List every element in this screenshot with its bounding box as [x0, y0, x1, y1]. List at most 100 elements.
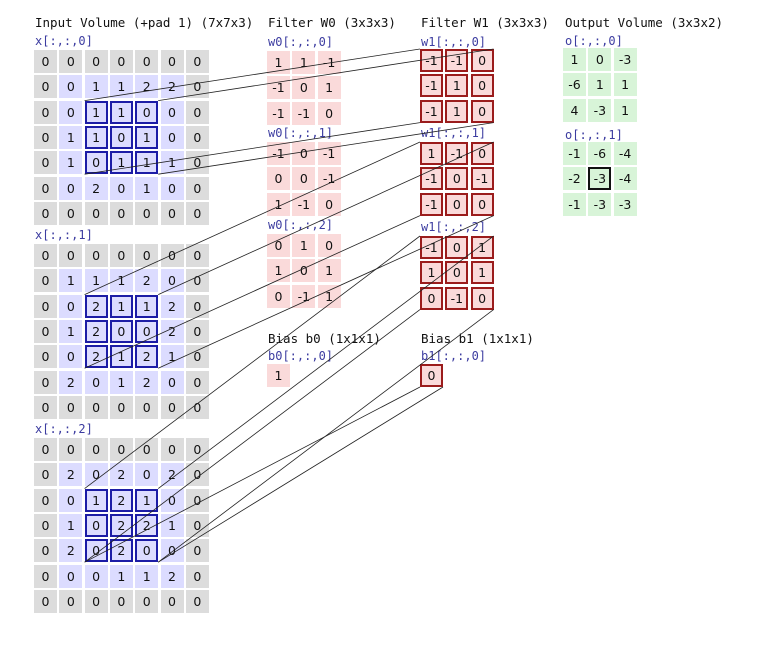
input-cell: 0 [59, 589, 83, 613]
input-cell: 0 [160, 125, 184, 149]
w1-cell: 0 [470, 49, 494, 72]
output-cell: 1 [613, 98, 637, 122]
input-cell: 0 [109, 176, 133, 200]
input-cell: 0 [109, 244, 133, 267]
w1-cell: -1 [470, 167, 494, 191]
input-cell: 0 [109, 395, 133, 419]
input-cell: 1 [109, 100, 133, 124]
input-cell: 2 [160, 564, 184, 588]
input-cell: 1 [135, 125, 159, 149]
output-cell: -3 [588, 192, 612, 216]
input-cell: 0 [59, 395, 83, 419]
input-cell: 0 [185, 176, 209, 200]
w0-cell: -1 [317, 51, 341, 74]
input-cell: 0 [34, 125, 57, 149]
input-cell: 1 [84, 269, 108, 293]
input-cell: 1 [135, 176, 159, 200]
input-cell: 0 [109, 125, 133, 149]
input-cell: 0 [34, 50, 57, 73]
input-cell: 1 [160, 513, 184, 537]
w0-cell: -1 [267, 76, 290, 100]
w0-cell: 1 [317, 76, 341, 100]
w0-cell: -1 [267, 142, 290, 165]
output-cell: 1 [563, 48, 586, 71]
input-cell: 0 [109, 50, 133, 73]
input-cell: 0 [160, 370, 184, 394]
w1-cell: 1 [445, 99, 469, 123]
input-cell: 0 [59, 201, 83, 225]
output-cell: -1 [563, 142, 586, 165]
input-cell: 1 [109, 294, 133, 318]
input-cell: 0 [34, 539, 57, 563]
input-cell: 0 [185, 244, 209, 267]
input-cell: 0 [34, 395, 57, 419]
input-cell: 1 [84, 125, 108, 149]
w1-cell: -1 [420, 49, 443, 72]
w1-cell: 1 [445, 74, 469, 98]
input-cell: 2 [135, 269, 159, 293]
bias-b0-title: Bias b0 (1x1x1) [268, 331, 381, 346]
input-slice-label: x[:,:,2] [35, 422, 93, 436]
w1-cell: 1 [470, 261, 494, 285]
w0-slice-label: w0[:,:,1] [268, 126, 334, 140]
input-cell: 0 [84, 201, 108, 225]
input-cell: 0 [135, 201, 159, 225]
input-cell: 0 [160, 395, 184, 419]
input-cell: 0 [135, 438, 159, 461]
input-cell: 0 [160, 488, 184, 512]
w1-cell: -1 [420, 167, 443, 191]
input-cell: 0 [185, 50, 209, 73]
input-cell: 0 [34, 75, 57, 99]
w1-cell: 0 [445, 167, 469, 191]
w1-cell: 1 [470, 236, 494, 259]
input-volume-title: Input Volume (+pad 1) (7x7x3) [35, 15, 254, 30]
input-cell: 0 [185, 345, 209, 369]
output-cell: -4 [613, 142, 637, 165]
input-cell: 0 [59, 100, 83, 124]
input-cell: 0 [160, 244, 184, 267]
input-cell: 0 [34, 151, 57, 175]
input-cell: 1 [59, 513, 83, 537]
input-cell: 0 [109, 589, 133, 613]
input-cell: 0 [185, 269, 209, 293]
w0-cell: 0 [292, 259, 316, 283]
input-cell: 0 [185, 513, 209, 537]
w0-cell: 0 [292, 167, 316, 191]
w0-cell: 0 [317, 192, 341, 216]
filter-w1-title: Filter W1 (3x3x3) [421, 15, 549, 30]
w1-cell: 0 [445, 192, 469, 216]
w1-cell: -1 [420, 192, 443, 216]
input-slice-label: x[:,:,0] [35, 34, 93, 48]
w0-cell: 0 [267, 167, 290, 191]
output-cell: -3 [613, 192, 637, 216]
input-cell: 2 [84, 294, 108, 318]
w0-cell: 0 [317, 101, 341, 125]
input-cell: 0 [135, 100, 159, 124]
w1-cell: -1 [420, 236, 443, 259]
input-cell: 0 [34, 463, 57, 487]
input-cell: 0 [59, 345, 83, 369]
input-cell: 0 [34, 589, 57, 613]
w1-slice-label: w1[:,:,1] [421, 126, 487, 140]
w0-cell: -1 [292, 101, 316, 125]
w0-cell: -1 [317, 167, 341, 191]
b0-cell: 1 [267, 364, 290, 387]
input-cell: 0 [84, 395, 108, 419]
input-cell: 0 [34, 294, 57, 318]
input-cell: 2 [59, 463, 83, 487]
input-cell: 2 [59, 370, 83, 394]
input-cell: 0 [160, 100, 184, 124]
w0-slice-label: w0[:,:,2] [268, 218, 334, 232]
input-cell: 2 [160, 463, 184, 487]
input-cell: 2 [160, 319, 184, 343]
w1-cell: 0 [445, 236, 469, 259]
input-cell: 1 [109, 345, 133, 369]
input-cell: 0 [84, 370, 108, 394]
input-cell: 1 [109, 370, 133, 394]
input-cell: 0 [59, 564, 83, 588]
input-cell: 0 [84, 50, 108, 73]
input-cell: 0 [185, 294, 209, 318]
w0-cell: 1 [267, 51, 290, 74]
w1-cell: 0 [470, 286, 494, 310]
w1-cell: -1 [420, 74, 443, 98]
